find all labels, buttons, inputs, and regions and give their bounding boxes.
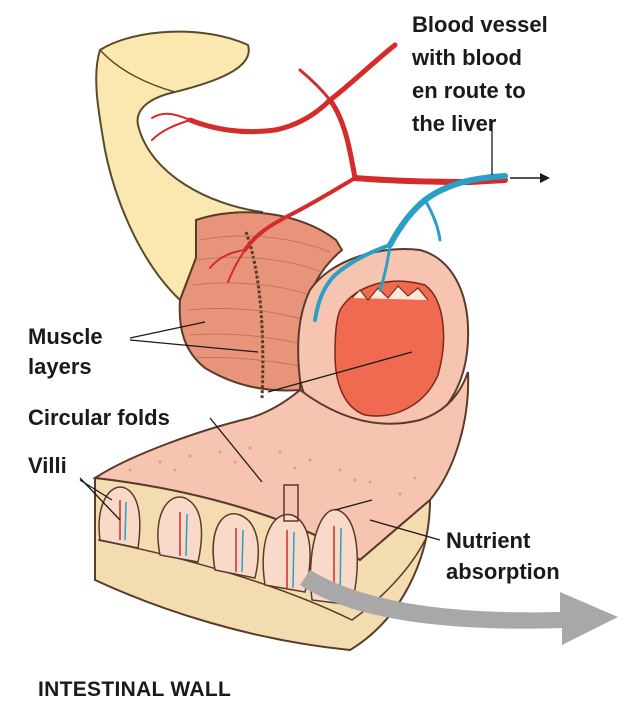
blood-vessel-label-line: with blood xyxy=(412,45,522,70)
nutrient-absorption-label: Nutrient absorption xyxy=(446,525,560,587)
diagram-title: INTESTINAL WALL xyxy=(38,678,232,701)
muscle-fiber-lines xyxy=(187,235,331,367)
blood-flow-arrowhead xyxy=(540,173,550,183)
vein-network xyxy=(313,173,508,322)
leader-lines xyxy=(79,120,493,541)
blood-vessel-label: Blood vessel with blood en route to the … xyxy=(412,8,548,140)
lumen xyxy=(334,280,445,417)
blood-vessel-label-line: the liver xyxy=(412,111,497,136)
villi-label: Villi xyxy=(28,453,67,478)
circular-folds-label: Circular folds xyxy=(28,405,170,430)
outer-tissue-end-cap xyxy=(99,49,176,93)
nutrient-absorption-label-line: absorption xyxy=(446,559,560,584)
muscle-layers-label: Muscle layers xyxy=(28,322,103,382)
blood-vessel-label-line: Blood vessel xyxy=(412,12,548,37)
nutrient-absorption-arrow xyxy=(300,570,618,645)
muscle-layers-label-line: Muscle xyxy=(28,324,103,349)
villus-highlight-box xyxy=(283,484,299,522)
nutrient-absorption-label-line: Nutrient xyxy=(446,528,531,553)
lumen-fold-edge xyxy=(351,285,429,301)
muscle-layers-label-line: layers xyxy=(28,354,92,379)
mucosa-texture xyxy=(128,446,417,496)
blood-vessel-label-line: en route to xyxy=(412,78,526,103)
